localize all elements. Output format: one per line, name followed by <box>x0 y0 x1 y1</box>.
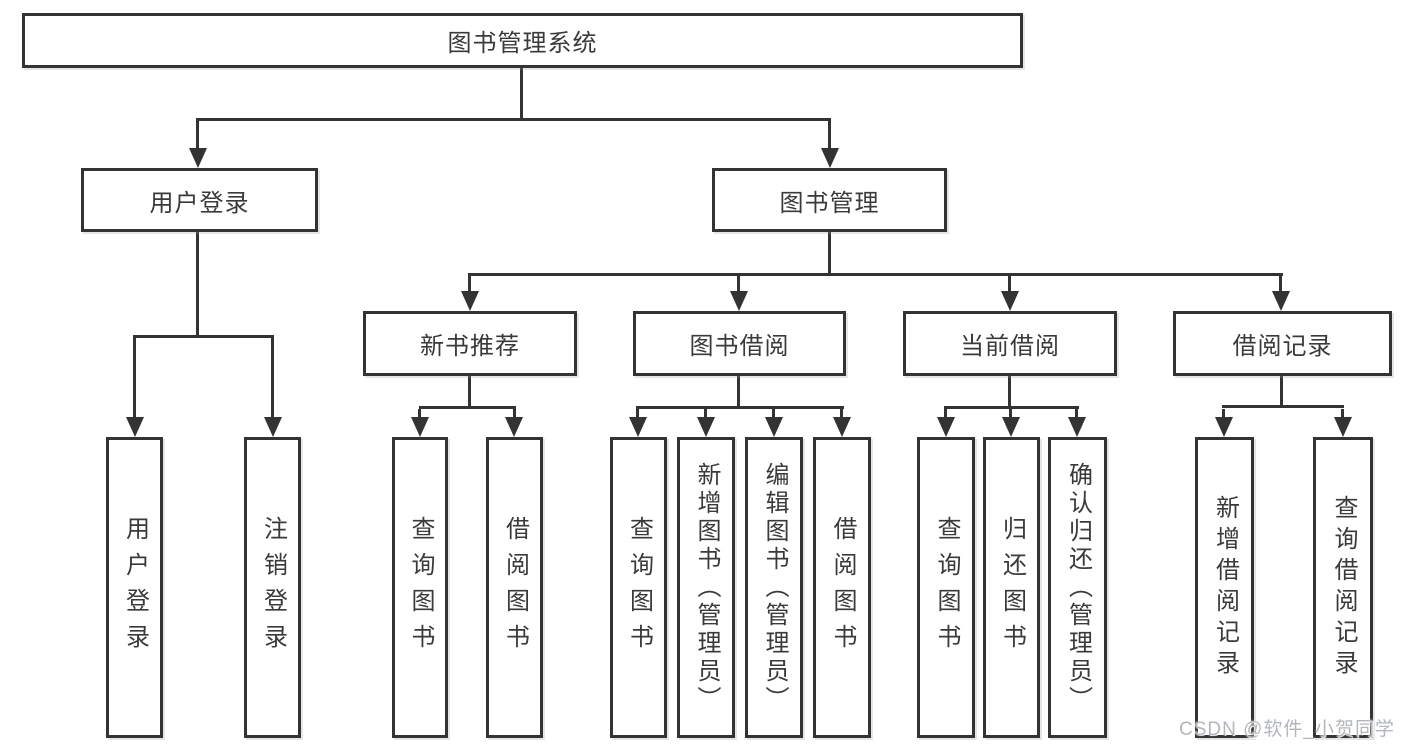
arrowhead-icon <box>1215 417 1233 437</box>
connector-line <box>1075 409 1078 418</box>
leaf-label: 借阅图书 <box>829 515 856 660</box>
leaf-return-book: 归还图书 <box>983 437 1040 738</box>
leaf-add-book-admin: 新增图书（管理员） <box>677 437 735 738</box>
arrowhead-icon <box>765 417 783 437</box>
leaf-add-borrow-record: 新增借阅记录 <box>1195 437 1254 738</box>
connector-line <box>1341 409 1344 418</box>
connector-line <box>828 232 831 276</box>
leaf-label: 借阅图书 <box>501 515 529 660</box>
arrowhead-icon <box>1068 417 1086 437</box>
arrowhead-icon <box>126 417 144 437</box>
connector-line <box>196 118 831 121</box>
arrowhead-icon <box>505 417 523 437</box>
connector-line <box>1222 409 1225 418</box>
leaf-borrow-books-2: 借阅图书 <box>813 437 871 738</box>
leaf-query-books-1: 查询图书 <box>392 437 448 738</box>
connector-line <box>513 409 516 418</box>
connector-line <box>520 68 523 121</box>
csdn-watermark: CSDN @软件_小贺同学 <box>1179 719 1395 740</box>
connector-line <box>1009 409 1012 418</box>
connector-line <box>133 338 136 418</box>
arrowhead-icon <box>189 148 207 168</box>
connector-line <box>1008 276 1011 292</box>
arrowhead-icon <box>821 148 839 168</box>
leaf-label: 确认归还（管理员） <box>1064 461 1092 714</box>
arrowhead-icon <box>461 291 479 311</box>
connector-line <box>772 409 775 418</box>
connector-line <box>636 409 639 418</box>
connector-line <box>1280 376 1283 408</box>
arrowhead-icon <box>411 417 429 437</box>
connector-line <box>840 409 843 418</box>
connector-line <box>468 276 471 292</box>
leaf-query-books-2: 查询图书 <box>610 437 667 738</box>
arrowhead-icon <box>629 417 647 437</box>
connector-line <box>636 406 844 409</box>
leaf-edit-book-admin: 编辑图书（管理员） <box>745 437 803 738</box>
leaf-label: 新增图书（管理员） <box>693 461 720 714</box>
leaf-label: 新增借阅记录 <box>1211 494 1239 681</box>
connector-line <box>828 121 831 149</box>
leaf-confirm-return-admin: 确认归还（管理员） <box>1048 437 1107 738</box>
connector-line <box>737 376 740 409</box>
node-user-login: 用户登录 <box>81 168 318 232</box>
connector-line <box>1279 276 1282 292</box>
arrowhead-icon <box>833 417 851 437</box>
arrowhead-icon <box>730 291 748 311</box>
leaf-label: 查询图书 <box>933 515 960 660</box>
node-book-borrowing: 图书借阅 <box>633 311 846 376</box>
node-new-book-recommend: 新书推荐 <box>363 311 577 376</box>
arrowhead-icon <box>264 417 282 437</box>
leaf-user-login: 用户登录 <box>106 437 163 738</box>
leaf-label: 查询借阅记录 <box>1330 494 1357 681</box>
arrowhead-icon <box>1334 417 1352 437</box>
leaf-query-borrow-record: 查询借阅记录 <box>1313 437 1373 738</box>
connector-line <box>418 409 421 418</box>
arrowhead-icon <box>1002 417 1020 437</box>
connector-line <box>271 338 274 418</box>
connector-line <box>133 335 274 338</box>
connector-line <box>419 406 516 409</box>
arrowhead-icon <box>1001 291 1019 311</box>
connector-line <box>468 376 471 409</box>
leaf-logout: 注销登录 <box>244 437 301 738</box>
leaf-borrow-books-1: 借阅图书 <box>486 437 543 738</box>
arrowhead-icon <box>1272 291 1290 311</box>
leaf-query-books-3: 查询图书 <box>917 437 975 738</box>
connector-line <box>737 276 740 292</box>
connector-line <box>468 273 1283 276</box>
leaf-label: 编辑图书（管理员） <box>761 461 788 714</box>
connector-line <box>944 409 947 418</box>
connector-line <box>944 406 1079 409</box>
connector-line <box>1222 405 1344 408</box>
leaf-label: 用户登录 <box>121 515 149 660</box>
node-book-management: 图书管理 <box>712 168 947 232</box>
connector-line <box>704 409 707 418</box>
leaf-label: 注销登录 <box>259 515 287 660</box>
node-library-management-system: 图书管理系统 <box>22 13 1023 68</box>
connector-line <box>196 232 199 338</box>
node-borrowing-records: 借阅记录 <box>1173 311 1392 376</box>
leaf-label: 归还图书 <box>998 515 1026 660</box>
connector-line <box>196 121 199 149</box>
connector-line <box>1008 376 1011 409</box>
arrowhead-icon <box>697 417 715 437</box>
node-current-borrowing: 当前借阅 <box>903 311 1117 376</box>
leaf-label: 查询图书 <box>625 515 653 660</box>
arrowhead-icon <box>937 417 955 437</box>
leaf-label: 查询图书 <box>407 515 434 660</box>
